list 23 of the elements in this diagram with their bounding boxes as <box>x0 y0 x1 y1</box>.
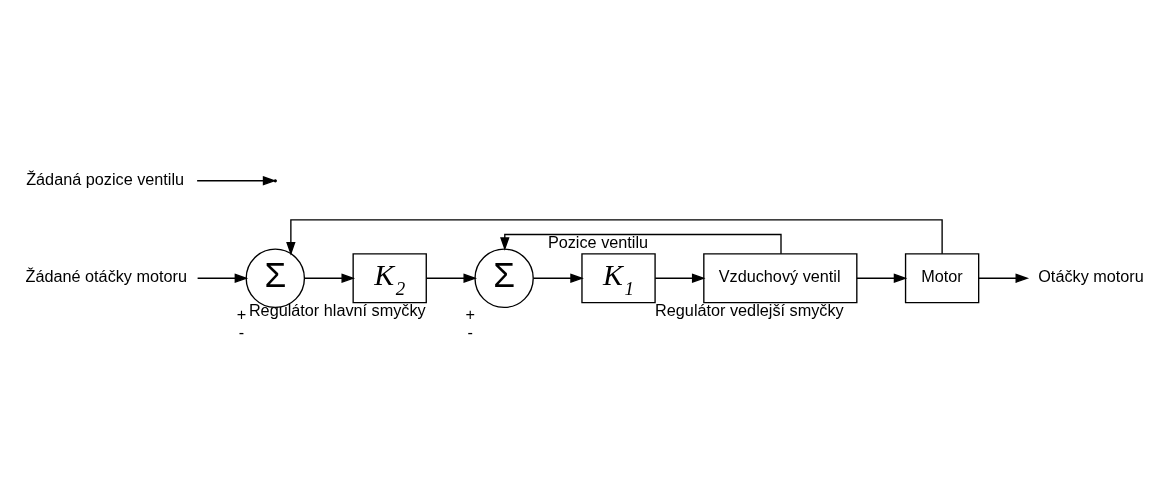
node-text: Žádané otáčky motoru <box>25 266 188 285</box>
arrow <box>304 273 356 283</box>
node-box: K$_{2}$ <box>352 252 427 303</box>
arrow <box>286 218 943 256</box>
node-text: Otáčky motoru <box>1038 266 1144 285</box>
node-label: - <box>467 322 473 341</box>
arrow <box>532 273 584 283</box>
node-label: Regulátor vedlejší smyčky <box>655 300 844 319</box>
node-label: + <box>236 304 247 323</box>
arrow <box>856 273 908 283</box>
arrow <box>425 273 477 283</box>
arrow <box>654 273 706 283</box>
edge-label: Pozice ventilu <box>547 232 649 250</box>
node-box: K$_{1}$ <box>581 252 656 303</box>
node-box: Motor <box>904 252 980 303</box>
node-text: Žádaná pozice ventilu <box>26 169 185 188</box>
node-label: + <box>465 304 476 323</box>
arrow <box>978 273 1030 283</box>
node-box: Vzduchový ventil <box>703 252 858 303</box>
arrow <box>500 233 782 254</box>
arrow <box>196 273 249 283</box>
node-label: - <box>238 322 245 341</box>
node-circle: Σ <box>474 248 534 308</box>
